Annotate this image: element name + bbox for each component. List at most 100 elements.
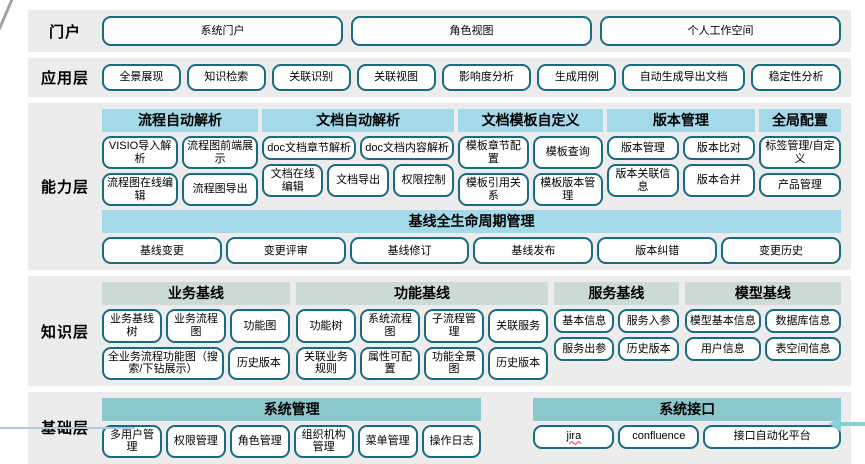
node-model-basic-info: 模型基本信息	[684, 309, 761, 334]
capability-groups-row: 流程自动解析 VISIO导入解析 流程图前端展示 流程图在线编辑 流程图导出 文…	[102, 109, 842, 207]
arrow-tail	[840, 422, 865, 426]
node-multiuser-mgmt: 多用户管理	[102, 424, 162, 458]
node-user-info: 用户信息	[684, 337, 761, 362]
group-business-baseline: 业务基线 业务基线树 业务流程图 功能图 全业务流程功能图（搜索/下钻展示） 历…	[102, 282, 290, 380]
node-permission-mgmt: 权限管理	[165, 424, 226, 458]
capability-layer-content: 流程自动解析 VISIO导入解析 流程图前端展示 流程图在线编辑 流程图导出 文…	[102, 109, 842, 265]
node-related-service: 关联服务	[488, 309, 549, 343]
node-system-portal: 系统门户	[102, 16, 343, 46]
node-impact-analysis: 影响度分析	[441, 64, 532, 91]
node-version-relation-info: 版本关联信息	[606, 163, 679, 198]
node-doc-online-edit: 文档在线编辑	[262, 163, 324, 198]
node-business-flowchart: 业务流程图	[165, 309, 226, 343]
node-database-info: 数据库信息	[764, 309, 842, 334]
group-model-baseline: 模型基线 模型基本信息 数据库信息 用户信息 表空间信息	[684, 282, 842, 379]
group-header-business-baseline: 业务基线	[102, 282, 290, 306]
knowledge-layer-band: 知识层 业务基线 业务基线树 业务流程图 功能图 全业务流程功能图（搜索/下钻展…	[28, 276, 851, 386]
node-auto-export-doc: 自动生成导出文档	[622, 64, 746, 91]
group-row: 服务出参 历史版本	[554, 337, 679, 362]
node-service-output: 服务出参	[554, 337, 615, 362]
node-basic-info: 基本信息	[554, 309, 615, 334]
node-personal-workspace: 个人工作空间	[600, 16, 841, 46]
node-org-mgmt: 组织机构管理	[293, 424, 354, 458]
group-header-doc-parse: 文档自动解析	[262, 109, 455, 132]
node-relation-view: 关联视图	[356, 64, 436, 91]
group-row: jira confluence 接口自动化平台	[533, 424, 841, 449]
node-version-compare: 版本比对	[682, 135, 755, 160]
group-row: 关联业务规则 属性可配置 功能全景图 历史版本	[295, 346, 549, 380]
group-header-version-mgmt: 版本管理	[606, 109, 755, 132]
node-menu-mgmt: 菜单管理	[357, 424, 418, 458]
arrow-head	[829, 416, 841, 432]
group-row: 版本关联信息 版本合并	[606, 163, 755, 198]
node-version-correction: 版本纠错	[597, 237, 718, 265]
node-subprocess-mgmt: 子流程管理	[424, 309, 485, 343]
node-tag-mgmt: 标签管理/自定义	[758, 135, 842, 170]
group-row: 业务基线树 业务流程图 功能图	[102, 309, 290, 343]
baseline-row: 基线变更 变更评审 基线修订 基线发布 版本纠错 变更历史	[102, 237, 841, 265]
node-version-merge: 版本合并	[682, 163, 755, 198]
node-function-panorama: 功能全景图	[424, 346, 485, 380]
application-layer-band: 应用层 全景展现 知识检索 关联识别 关联视图 影响度分析 生成用例 自动生成导…	[28, 58, 851, 97]
left-arrow-icon	[829, 416, 865, 432]
group-row: 产品管理	[758, 173, 842, 198]
node-doc-content-parse: doc文档内容解析	[360, 135, 455, 160]
node-change-history: 变更历史	[721, 237, 841, 265]
node-knowledge-search: 知识检索	[186, 64, 266, 91]
knowledge-layer-label: 知识层	[40, 323, 89, 341]
node-history-version: 历史版本	[618, 337, 679, 362]
group-row: VISIO导入解析 流程图前端展示	[102, 135, 259, 170]
node-doc-chapter-parse: doc文档章节解析	[262, 135, 357, 160]
group-system-mgmt: 系统管理 多用户管理 权限管理 角色管理 组织机构管理 菜单管理 操作日志	[102, 397, 482, 458]
node-doc-export: 文档导出	[327, 163, 389, 198]
group-doc-template: 文档模板自定义 模板章节配置 模板查询 模板引用关系 模板版本管理	[458, 109, 603, 207]
base-layer-band: 基础层 系统管理 多用户管理 权限管理 角色管理 组织机构管理 菜单管理 操作日…	[28, 391, 851, 464]
node-role-view: 角色视图	[351, 16, 592, 46]
node-history-version: 历史版本	[488, 346, 549, 380]
bottom-left-line-decoration	[0, 427, 135, 429]
group-header-service-baseline: 服务基线	[554, 282, 679, 306]
node-service-input: 服务入参	[618, 309, 679, 334]
group-process-parse: 流程自动解析 VISIO导入解析 流程图前端展示 流程图在线编辑 流程图导出	[102, 109, 259, 207]
node-interface-automation-platform: 接口自动化平台	[703, 424, 841, 449]
node-operation-log: 操作日志	[421, 424, 482, 458]
node-tablespace-info: 表空间信息	[764, 337, 842, 362]
node-function-tree: 功能树	[295, 309, 356, 343]
group-row: 多用户管理 权限管理 角色管理 组织机构管理 菜单管理 操作日志	[102, 424, 482, 458]
corner-diagonal-decoration	[0, 0, 15, 30]
node-related-business-rule: 关联业务规则	[295, 346, 356, 380]
group-row: 文档在线编辑 文档导出 权限控制	[262, 163, 455, 198]
node-confluence: confluence	[618, 424, 700, 449]
group-row: 标签管理/自定义	[758, 135, 842, 170]
group-system-interface: 系统接口 jira confluence 接口自动化平台	[533, 397, 841, 458]
group-header-system-mgmt: 系统管理	[102, 397, 482, 421]
capability-layer-label: 能力层	[40, 179, 89, 197]
knowledge-layer-content: 业务基线 业务基线树 业务流程图 功能图 全业务流程功能图（搜索/下钻展示） 历…	[102, 282, 842, 380]
node-version-mgmt: 版本管理	[606, 135, 679, 160]
group-row: 模板引用关系 模板版本管理	[458, 173, 603, 207]
node-business-baseline-tree: 业务基线树	[102, 309, 162, 343]
group-row: 模型基本信息 数据库信息	[684, 309, 842, 334]
node-stability-analysis: 稳定性分析	[751, 64, 841, 91]
application-layer-content: 全景展现 知识检索 关联识别 关联视图 影响度分析 生成用例 自动生成导出文档 …	[102, 64, 841, 91]
group-row: 功能树 系统流程图 子流程管理 关联服务	[295, 309, 549, 343]
node-system-flowchart: 系统流程图	[359, 309, 421, 343]
node-flowchart-online-edit: 流程图在线编辑	[102, 173, 179, 207]
group-row: 全业务流程功能图（搜索/下钻展示） 历史版本	[102, 346, 290, 380]
node-template-chapter-config: 模板章节配置	[458, 135, 529, 170]
group-global-config: 全局配置 标签管理/自定义 产品管理	[758, 109, 842, 206]
group-header-process-parse: 流程自动解析	[102, 109, 259, 132]
group-header-global-config: 全局配置	[758, 109, 842, 132]
node-product-mgmt: 产品管理	[758, 173, 842, 198]
node-flowchart-frontend: 流程图前端展示	[182, 135, 259, 170]
node-full-business-function-map: 全业务流程功能图（搜索/下钻展示）	[102, 346, 224, 380]
group-row: 用户信息 表空间信息	[684, 337, 842, 362]
group-header-doc-template: 文档模板自定义	[458, 109, 603, 132]
group-header-system-interface: 系统接口	[533, 397, 841, 421]
base-layer-content: 系统管理 多用户管理 权限管理 角色管理 组织机构管理 菜单管理 操作日志 系统…	[102, 397, 841, 458]
node-permission-control: 权限控制	[392, 163, 455, 198]
group-service-baseline: 服务基线 基本信息 服务入参 服务出参 历史版本	[554, 282, 679, 379]
group-row: doc文档章节解析 doc文档内容解析	[262, 135, 455, 160]
node-template-query: 模板查询	[532, 135, 603, 170]
